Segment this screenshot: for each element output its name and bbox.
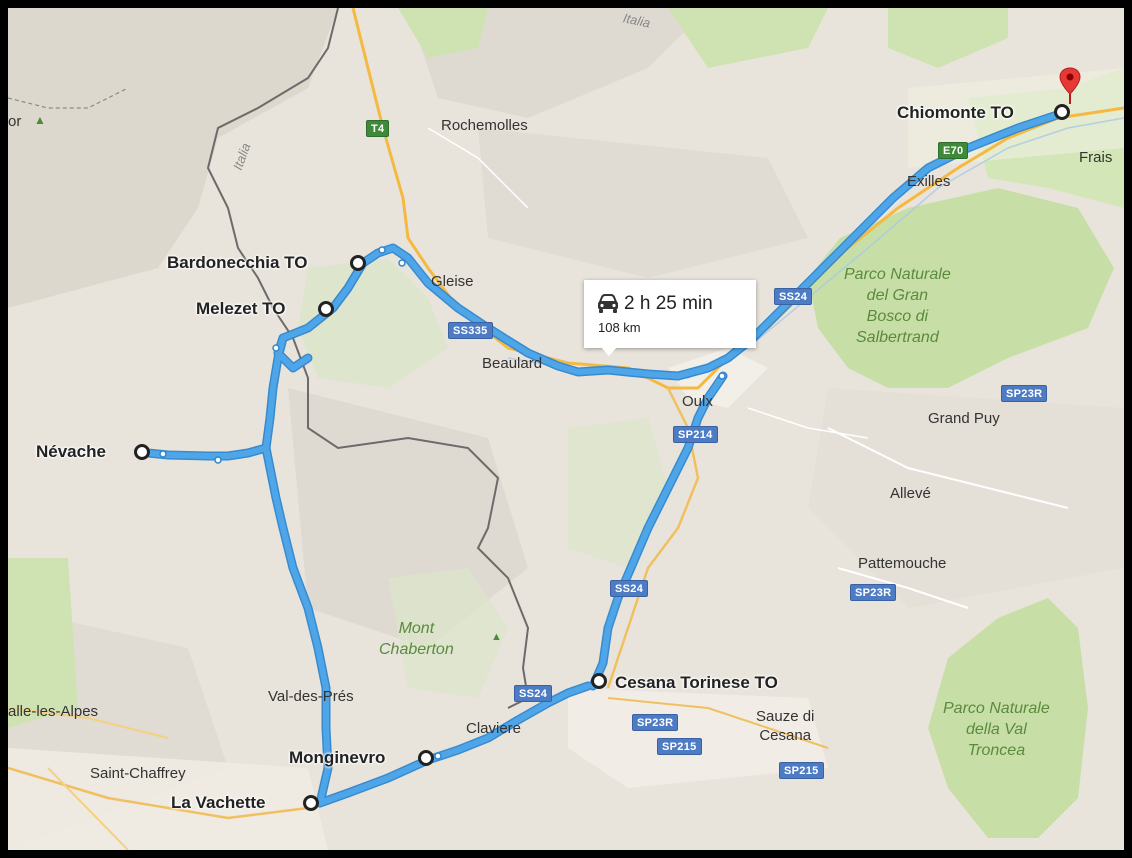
waypoint-marker-nevache[interactable]: [134, 444, 150, 460]
road-shield-sp23r-right: SP23R: [1001, 385, 1048, 402]
road-shield-sp23r-mid: SP23R: [850, 584, 897, 601]
place-label-sauze-di-cesana: Sauze di Cesana: [756, 708, 815, 744]
place-label-exilles: Exilles: [907, 173, 951, 190]
waypoint-label-nevache[interactable]: Névache: [36, 442, 106, 461]
place-label-mont-chaberton: Mont Chaberton: [379, 618, 454, 660]
road-shield-sp23r-low: SP23R: [632, 714, 679, 731]
place-label-beaulard: Beaulard: [482, 355, 543, 372]
waypoint-label-melezet[interactable]: Melezet TO: [196, 299, 286, 318]
place-label-gleise: Gleise: [431, 273, 474, 290]
car-icon: [598, 294, 618, 313]
waypoint-marker-la-vachette[interactable]: [303, 795, 319, 811]
route-box-pointer: [600, 346, 618, 356]
park-gran-bosco-area: [808, 188, 1114, 388]
waypoint-marker-cesana[interactable]: [591, 673, 607, 689]
waypoint-label-cesana[interactable]: Cesana Torinese TO: [615, 673, 778, 692]
waypoint-marker-chiomonte[interactable]: [1054, 104, 1070, 120]
road-shield-ss24-mid: SS24: [610, 580, 649, 597]
place-label-rochemolles: Rochemolles: [441, 117, 528, 134]
place-label-pattemouche: Pattemouche: [858, 555, 947, 572]
mountain-peak-icon: ▲: [491, 631, 502, 643]
road-shield-t4: T4: [366, 120, 390, 137]
road-shield-ss24-top: SS24: [774, 288, 813, 305]
place-label-claviere: Claviere: [466, 720, 522, 737]
place-label-villard-les-alpes: alle-les-Alpes: [8, 703, 99, 720]
waypoint-label-monginevro[interactable]: Monginevro: [289, 748, 386, 767]
park-label-gran-bosco: Parco Naturale del Gran Bosco di Salbert…: [844, 266, 951, 346]
park-val-troncea-area: [928, 598, 1088, 838]
road-shield-ss24-low: SS24: [514, 685, 553, 702]
place-label-oulx: Oulx: [682, 393, 713, 410]
peak-icon: ▲: [34, 113, 46, 127]
place-label-alleve: Allevé: [890, 485, 931, 502]
park-label-val-troncea: Parco Naturale della Val Troncea: [943, 700, 1050, 759]
road-shield-sp215-b: SP215: [779, 762, 824, 779]
destination-pin-icon[interactable]: [1058, 66, 1082, 106]
road-shield-ss335: SS335: [448, 322, 493, 339]
map-canvas[interactable]: Chiomonte TO Bardonecchia TO Melezet TO …: [8, 8, 1124, 850]
place-label-saint-chaffrey: Saint-Chaffrey: [90, 765, 186, 782]
waypoint-label-bardonecchia[interactable]: Bardonecchia TO: [167, 253, 308, 272]
waypoint-marker-monginevro[interactable]: [418, 750, 434, 766]
route-info-box[interactable]: 2 h 25 min 108 km: [584, 280, 756, 356]
waypoint-marker-bardonecchia[interactable]: [350, 255, 366, 271]
mont-chaberton-text: Mont Chaberton: [379, 620, 454, 658]
place-label-peak-left: or: [8, 113, 22, 130]
waypoint-label-chiomonte[interactable]: Chiomonte TO: [897, 103, 1014, 122]
place-label-val-des-pres: Val-des-Prés: [268, 688, 354, 705]
route-duration: 2 h 25 min: [624, 293, 713, 314]
road-shield-sp214: SP214: [673, 426, 718, 443]
route-distance: 108 km: [598, 320, 641, 335]
place-label-frais: Frais: [1079, 149, 1113, 166]
road-shield-sp215-a: SP215: [657, 738, 702, 755]
road-shield-e70: E70: [938, 142, 969, 159]
place-label-grand-puy: Grand Puy: [928, 410, 1000, 427]
national-border: [206, 8, 530, 709]
waypoint-label-la-vachette[interactable]: La Vachette: [171, 793, 266, 812]
waypoint-marker-melezet[interactable]: [318, 301, 334, 317]
